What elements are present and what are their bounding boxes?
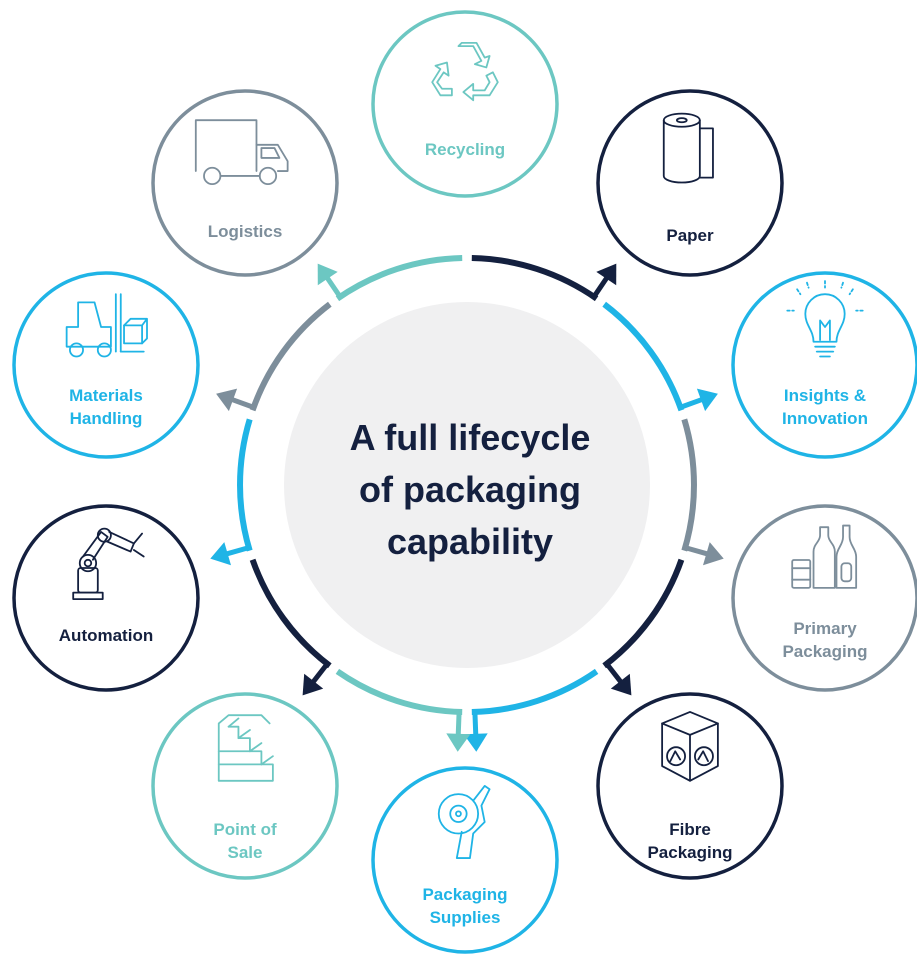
arrowhead-9 — [216, 388, 238, 412]
arrow-stem-7 — [310, 662, 330, 685]
node-circle-logistics — [151, 89, 339, 277]
node-label-line: Recycling — [424, 140, 506, 159]
arrowhead-7 — [302, 673, 324, 696]
node-circle-packaging-supplies — [371, 766, 559, 954]
node-label-line: Paper — [666, 226, 714, 245]
node-label-line: Primary — [793, 619, 857, 638]
arrow-stem-3 — [684, 545, 709, 557]
center-circle — [284, 302, 650, 668]
node-circle-point-of-sale — [151, 692, 339, 880]
node-paper — [596, 89, 784, 277]
node-label-line: Sale — [227, 843, 263, 862]
bottles-icon — [791, 524, 858, 589]
arrow-stem-1 — [591, 275, 610, 299]
node-label-line: Supplies — [429, 908, 501, 927]
node-circle-materials-handling — [12, 271, 200, 459]
ring-segment-3 — [681, 418, 697, 552]
arrowhead-5 — [463, 733, 488, 752]
node-materials-handling — [12, 271, 200, 459]
node-automation — [12, 504, 200, 692]
box-icon — [661, 711, 719, 782]
node-label-point-of-sale: Point of Sale — [170, 818, 320, 864]
ring-segment-2 — [602, 301, 685, 412]
arrow-stem-10 — [324, 275, 343, 299]
node-label-line: Fibre — [669, 820, 711, 839]
node-point-of-sale — [151, 692, 339, 880]
arrowhead-3 — [703, 542, 724, 566]
ring-segment-1 — [471, 255, 599, 302]
center-title-line-1: A full lifecycle — [349, 417, 591, 458]
ring-segment-6 — [335, 668, 463, 715]
node-label-line: Insights & — [783, 386, 867, 405]
node-label-paper: Paper — [615, 224, 765, 247]
arrowhead-4 — [610, 673, 632, 696]
node-circle-paper — [596, 89, 784, 277]
node-circle-automation — [12, 504, 200, 692]
node-recycling — [371, 10, 559, 198]
node-circle-insights-innovation — [731, 271, 917, 459]
display-stand-icon — [217, 714, 274, 782]
arrow-stem-8 — [225, 545, 250, 557]
arrowhead-1 — [596, 263, 617, 286]
forklift-icon — [65, 293, 148, 358]
arrowhead-8 — [210, 542, 231, 566]
center-title-line-3: capability — [386, 521, 554, 562]
node-label-automation: Automation — [31, 624, 181, 647]
recycle-icon — [431, 41, 499, 102]
arrowhead-6 — [446, 733, 471, 752]
arrowhead-10 — [317, 263, 338, 286]
node-packaging-supplies — [371, 766, 559, 954]
ring-segment-9 — [249, 301, 332, 412]
lightbulb-icon — [786, 280, 864, 358]
node-label-insights-innovation: Insights & Innovation — [750, 384, 900, 430]
robot-arm-icon — [72, 527, 145, 601]
node-label-line: Automation — [58, 626, 154, 645]
arrow-stem-9 — [230, 396, 255, 410]
node-label-line: Packaging — [647, 843, 733, 862]
node-label-line: Materials — [69, 386, 143, 405]
ring-arrowheads — [210, 263, 724, 752]
node-logistics — [151, 89, 339, 277]
paper-roll-icon — [662, 112, 714, 184]
ring-segment-10 — [335, 255, 463, 302]
ring-segment-5 — [471, 668, 599, 715]
center-title-line-2: of packaging — [358, 469, 582, 510]
node-circle-recycling — [371, 10, 559, 198]
arrow-stem-5 — [472, 711, 479, 736]
arrowhead-2 — [696, 388, 718, 412]
ring-segment-4 — [602, 558, 685, 669]
node-label-line: Handling — [69, 409, 143, 428]
node-circle-primary-packaging — [731, 504, 917, 692]
node-primary-packaging — [731, 504, 917, 692]
node-label-line: Point of — [213, 820, 277, 839]
center-title: A full lifecycle of packaging capability — [300, 412, 640, 568]
arrow-stem-2 — [679, 396, 704, 410]
arrow-stem-6 — [455, 711, 462, 736]
capability-nodes — [12, 10, 917, 954]
node-fibre-packaging — [596, 692, 784, 880]
ring-segment-7 — [249, 558, 332, 669]
lifecycle-ring — [237, 255, 697, 715]
tape-dispenser-icon — [437, 785, 491, 859]
node-circle-fibre-packaging — [596, 692, 784, 880]
node-label-line: Innovation — [782, 409, 868, 428]
arrow-stem-4 — [604, 662, 624, 685]
node-label-recycling: Recycling — [390, 138, 540, 161]
ring-segment-8 — [237, 418, 253, 552]
node-label-line: Logistics — [207, 222, 283, 241]
node-label-line: Packaging — [782, 642, 868, 661]
node-label-line: Packaging — [422, 885, 508, 904]
node-insights-innovation — [731, 271, 917, 459]
truck-icon — [194, 119, 289, 186]
node-label-logistics: Logistics — [170, 220, 320, 243]
